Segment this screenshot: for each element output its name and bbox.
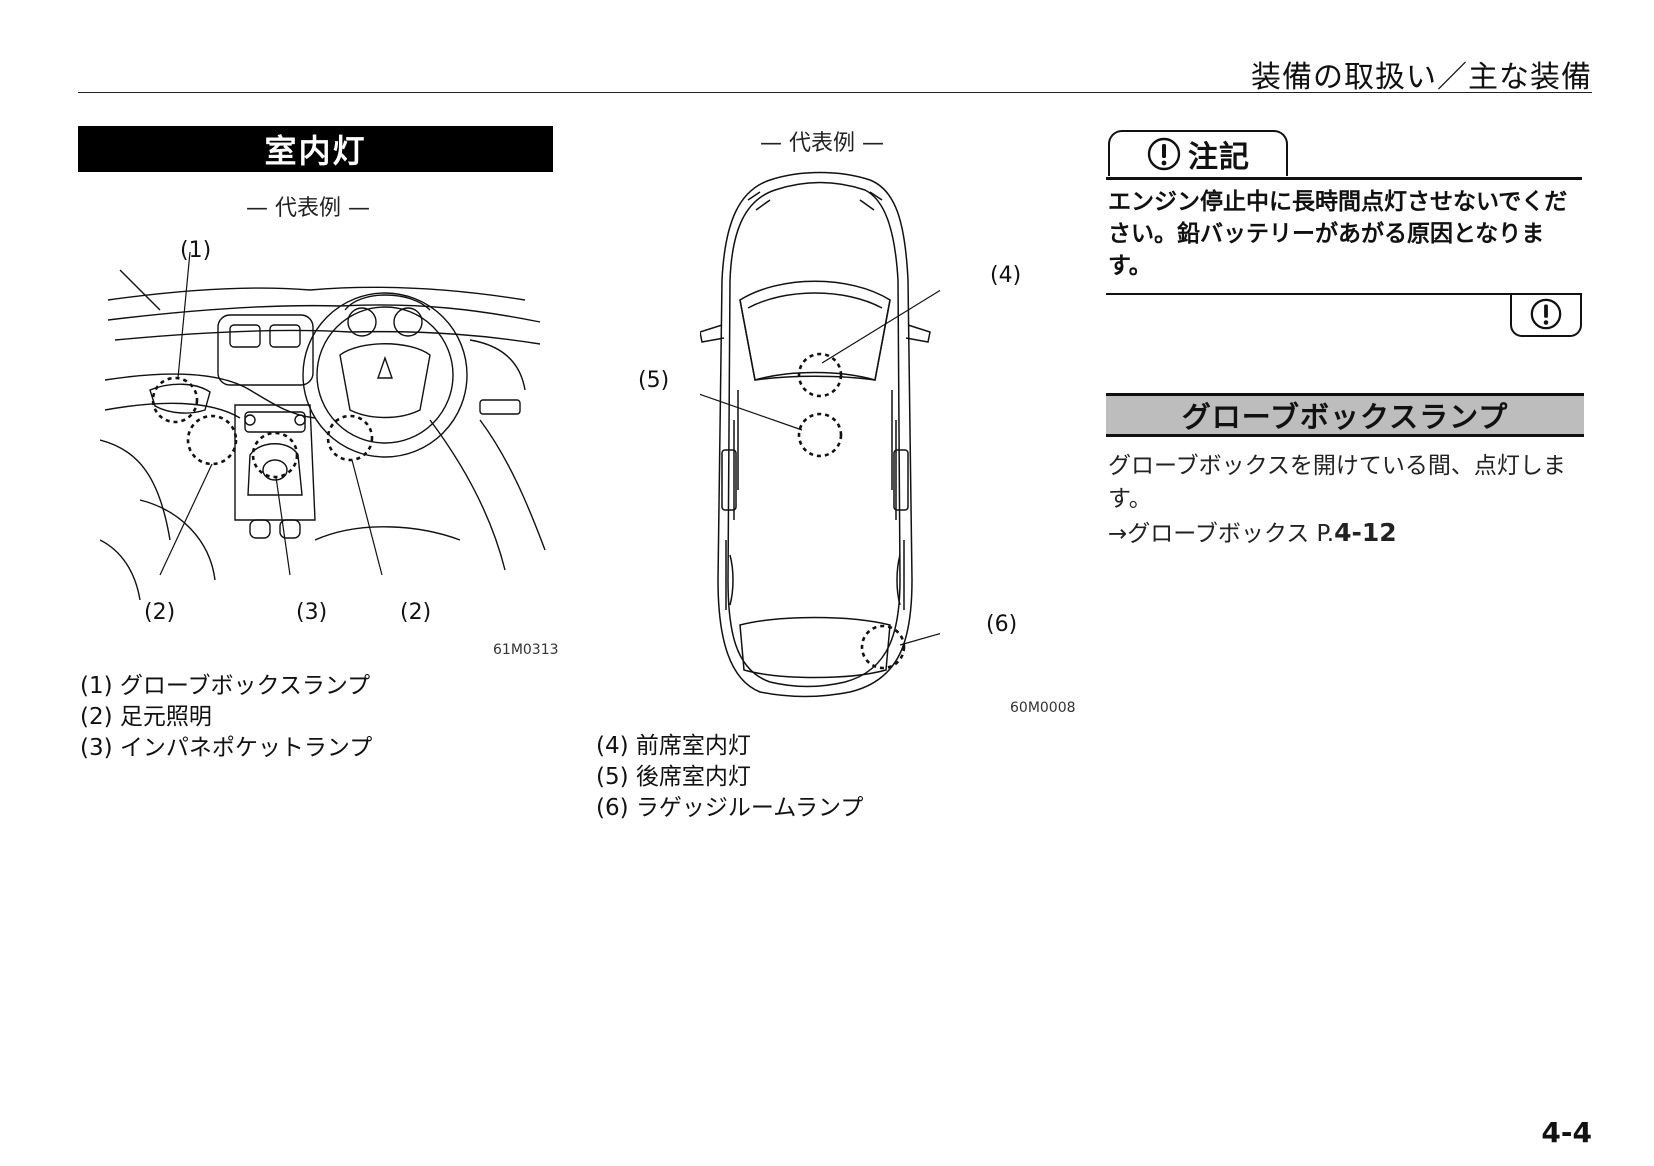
exclamation-circle-icon (1530, 298, 1562, 330)
figure2-code: 60M0008 (1010, 700, 1076, 716)
exclamation-circle-icon (1147, 137, 1181, 171)
caution-label: 注記 (1188, 140, 1250, 175)
header-divider (78, 92, 1592, 93)
callout-4: (4) (990, 263, 1022, 288)
glovebox-lamp-title: グローブボックスランプ (1106, 393, 1584, 437)
glovebox-lamp-description: グローブボックスを開けている間、点灯します。 (1108, 453, 1566, 512)
legend-item: (6) ラゲッジルームランプ (596, 795, 864, 821)
reference-page: 4-12 (1334, 518, 1397, 547)
callout-5: (5) (638, 368, 670, 393)
legend-item: (5) 後席室内灯 (596, 764, 751, 790)
car-top-view-illustration (700, 171, 940, 698)
caution-header: 注記 (1108, 130, 1288, 176)
callout-1: (1) (180, 238, 212, 263)
reference-prefix: →グローブボックス P. (1108, 521, 1335, 547)
callout-6: (6) (986, 612, 1018, 637)
page-number: 4-4 (1541, 1116, 1592, 1149)
callout-2-right: (2) (400, 600, 432, 625)
caution-bottom-rule (1106, 293, 1582, 295)
figure2-caption: — 代表例 — (760, 131, 884, 156)
callout-3: (3) (296, 600, 328, 625)
caution-top-rule (1106, 177, 1582, 180)
glovebox-reference[interactable]: →グローブボックス P.4-12 (1108, 516, 1588, 551)
dashboard-illustration (100, 251, 546, 600)
legend-item: (1) グローブボックスランプ (80, 673, 371, 699)
callout-2-left: (2) (144, 600, 176, 625)
caution-end-marker (1510, 293, 1582, 337)
caution-text: エンジン停止中に長時間点灯させないでください。鉛バッテリーがあがる原因となります… (1108, 189, 1568, 279)
legend-item: (3) インパネポケットランプ (80, 735, 373, 761)
glovebox-lamp-body: グローブボックスを開けている間、点灯します。 →グローブボックス P.4-12 (1108, 450, 1588, 551)
legend-item: (4) 前席室内灯 (596, 733, 751, 759)
legend-1: (1) グローブボックスランプ (2) 足元照明 (3) インパネポケットランプ (80, 671, 372, 764)
section-title: 室内灯 (78, 126, 553, 172)
header-title: 装備の取扱い／主な装備 (1251, 60, 1592, 95)
legend-2: (4) 前席室内灯 (5) 後席室内灯 (6) ラゲッジルームランプ (596, 731, 863, 824)
figure1-code: 61M0313 (493, 642, 559, 658)
figure1-caption: — 代表例 — (246, 196, 370, 221)
legend-item: (2) 足元照明 (80, 704, 212, 730)
